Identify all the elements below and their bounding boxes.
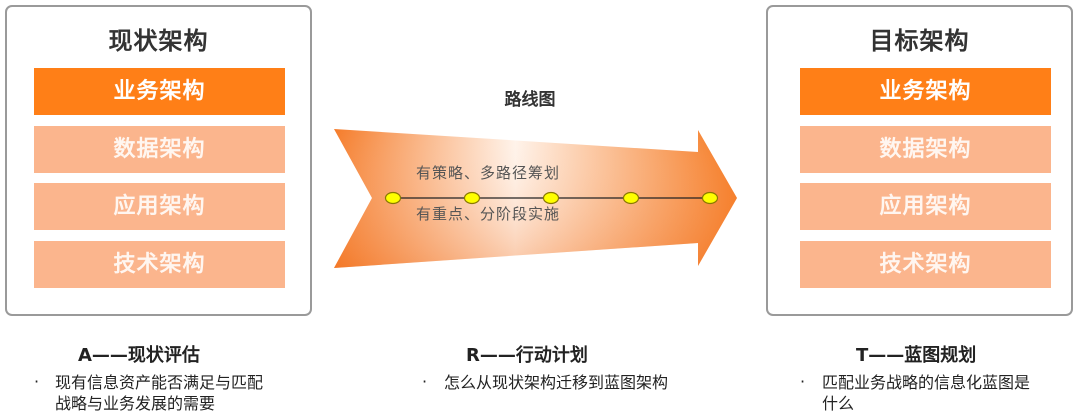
target-layer-application: 应用架构 [800, 183, 1051, 230]
milestone-icon [463, 191, 481, 205]
target-layer-business: 业务架构 [800, 68, 1051, 115]
bullet-icon: · [800, 372, 806, 391]
roadmap-strategy-text: 有策略、多路径筹划 [416, 164, 561, 182]
section-action-plan: R——行动计划 [466, 341, 588, 367]
current-layer-technology: 技术架构 [34, 241, 285, 288]
current-layer-business: 业务架构 [34, 68, 285, 115]
roadmap-phase-text: 有重点、分阶段实施 [416, 205, 561, 223]
bullet-icon: · [422, 372, 428, 391]
current-layer-data: 数据架构 [34, 126, 285, 173]
current-architecture-title: 现状架构 [108, 27, 209, 55]
target-architecture-title: 目标架构 [869, 27, 970, 55]
milestone-icon [622, 191, 640, 205]
section-assessment-text: 现有信息资产能否满足与匹配 战略与业务发展的需要 [55, 373, 264, 413]
section-assessment: A——现状评估 [78, 341, 200, 367]
target-layer-data: 数据架构 [800, 126, 1051, 173]
target-architecture-panel: 目标架构 业务架构 数据架构 应用架构 技术架构 [766, 5, 1073, 316]
milestone-icon [542, 191, 560, 205]
bullet-icon: · [34, 372, 40, 391]
section-blueprint-text: 匹配业务战略的信息化蓝图是 什么 [822, 373, 1031, 413]
target-layer-technology: 技术架构 [800, 241, 1051, 288]
section-action-plan-text: 怎么从现状架构迁移到蓝图架构 [444, 373, 669, 392]
section-action-plan-title: R——行动计划 [466, 345, 588, 366]
milestone-icon [384, 191, 402, 205]
section-assessment-title: A——现状评估 [78, 345, 200, 366]
current-architecture-panel: 现状架构 业务架构 数据架构 应用架构 技术架构 [5, 5, 312, 316]
roadmap-title: 路线图 [504, 90, 556, 110]
section-blueprint: T——蓝图规划 [856, 341, 976, 367]
section-blueprint-title: T——蓝图规划 [856, 345, 977, 366]
milestone-icon [701, 191, 719, 205]
current-layer-application: 应用架构 [34, 183, 285, 230]
